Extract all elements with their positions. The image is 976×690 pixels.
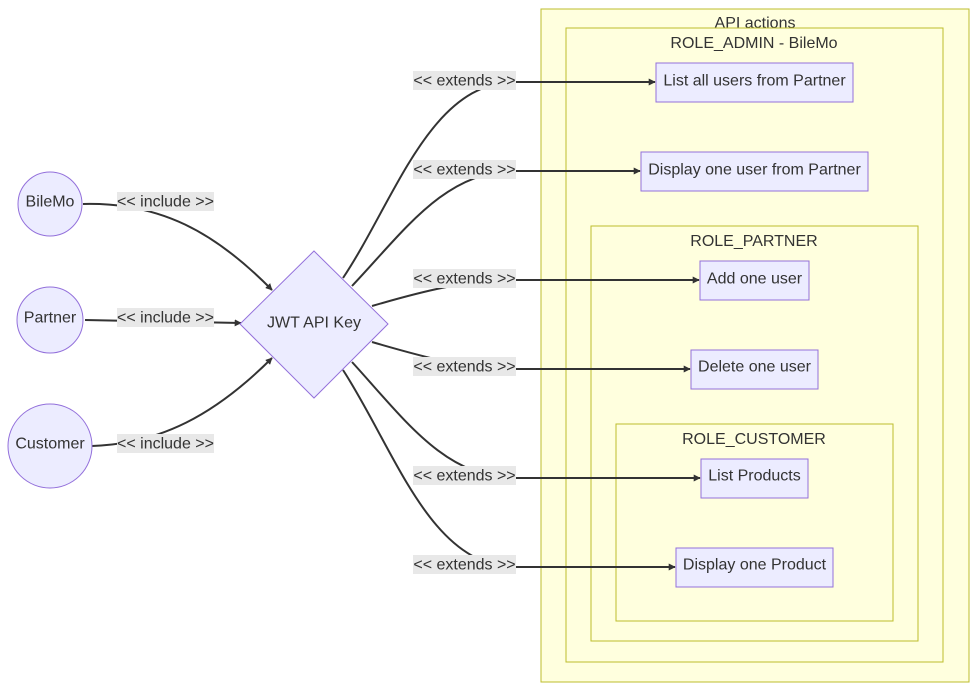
edge-label-extends-delete-user: << extends >> [413, 357, 516, 376]
action-list-users[interactable]: List all users from Partner [655, 62, 854, 103]
svg-text:<< extends >>: << extends >> [413, 162, 515, 179]
svg-text:<< include >>: << include >> [117, 436, 214, 453]
edge-label-include-customer: << include >> [117, 434, 214, 453]
svg-text:<< extends >>: << extends >> [413, 359, 515, 376]
jwt-api-key-label: JWT API Key [267, 315, 361, 332]
svg-text:<< extends >>: << extends >> [413, 468, 515, 485]
edge-label-extends-display-user: << extends >> [413, 160, 516, 179]
action-list-products-label: List Products [708, 468, 800, 485]
actor-bilemo[interactable]: BileMo [17, 171, 83, 237]
cluster-role-customer-title: ROLE_CUSTOMER [682, 431, 826, 448]
cluster-role-customer: ROLE_CUSTOMER [615, 423, 894, 622]
action-display-product-label: Display one Product [683, 557, 827, 574]
action-add-user[interactable]: Add one user [699, 260, 810, 301]
edge-label-extends-list-users: << extends >> [413, 71, 516, 90]
action-delete-user[interactable]: Delete one user [690, 349, 819, 390]
actor-partner[interactable]: Partner [16, 286, 84, 354]
action-display-user-label: Display one user from Partner [648, 162, 861, 179]
action-display-product[interactable]: Display one Product [675, 547, 834, 588]
action-add-user-label: Add one user [707, 271, 803, 288]
actor-partner-label: Partner [24, 310, 77, 327]
cluster-role-partner-title: ROLE_PARTNER [690, 233, 817, 250]
edge-label-include-bilemo: << include >> [117, 192, 214, 211]
svg-text:<< include >>: << include >> [117, 310, 214, 327]
edge-label-extends-add-user: << extends >> [413, 269, 516, 288]
cluster-role-admin-title: ROLE_ADMIN - BileMo [670, 35, 837, 52]
action-list-products[interactable]: List Products [700, 458, 809, 499]
edge-label-extends-display-product: << extends >> [413, 555, 516, 574]
cluster-role-customer-box [615, 423, 894, 622]
action-delete-user-label: Delete one user [698, 359, 812, 376]
svg-text:<< extends >>: << extends >> [413, 73, 515, 90]
edge-label-extends-list-products: << extends >> [413, 466, 516, 485]
action-display-user[interactable]: Display one user from Partner [640, 151, 869, 192]
edge-bilemo-jwt [82, 202, 273, 291]
svg-text:<< include >>: << include >> [117, 194, 214, 211]
edge-label-include-partner: << include >> [117, 308, 214, 327]
action-list-users-label: List all users from Partner [663, 73, 846, 90]
actor-customer[interactable]: Customer [7, 403, 93, 489]
jwt-api-key-node[interactable]: JWT API Key [239, 250, 389, 399]
actor-bilemo-label: BileMo [26, 194, 75, 211]
actor-customer-label: Customer [15, 436, 85, 453]
edge-customer-jwt [91, 357, 273, 447]
svg-text:<< extends >>: << extends >> [413, 557, 515, 574]
svg-text:<< extends >>: << extends >> [413, 271, 515, 288]
